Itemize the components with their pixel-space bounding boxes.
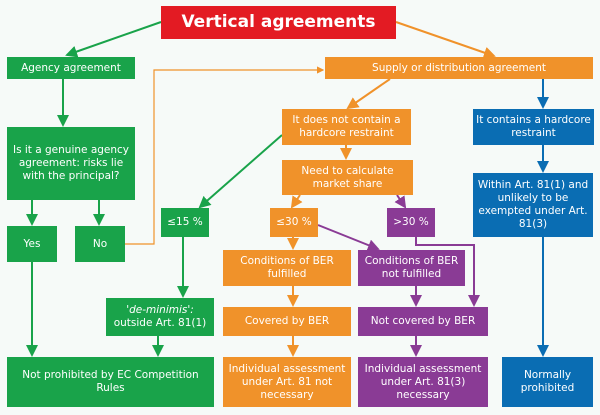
yes-box: Yes (7, 226, 57, 262)
normally-prohibited-box: Normally prohibited (502, 357, 593, 407)
calculate-market-share-box: Need to calculate market share (282, 160, 413, 195)
covered-by-ber-box: Covered by BER (223, 307, 351, 336)
individual-assessment-not-necessary-box: Individual assessment under Art. 81 not … (223, 357, 351, 407)
agency-agreement-box: Agency agreement (7, 57, 135, 79)
within-art81-box: Within Art. 81(1) and unlikely to be exe… (473, 173, 593, 237)
ber-not-fulfilled-box: Conditions of BER not fulfilled (358, 250, 465, 286)
no-box: No (75, 226, 125, 262)
genuine-agency-question-box: Is it a genuine agency agreement: risks … (7, 127, 135, 200)
de-minimis-label: 'de-minimis': (126, 304, 194, 316)
not-prohibited-box: Not prohibited by EC Competition Rules (7, 357, 214, 407)
de-minimis-text: outside Art. 81(1) (113, 317, 207, 329)
not-covered-by-ber-box: Not covered by BER (358, 307, 488, 336)
supply-distribution-box: Supply or distribution agreement (325, 57, 593, 79)
title-vertical-agreements: Vertical agreements (161, 6, 396, 39)
de-minimis-box: 'de-minimis': outside Art. 81(1) (106, 298, 214, 336)
ber-fulfilled-box: Conditions of BER fulfilled (223, 250, 351, 286)
gt30-box: >30 % (387, 208, 435, 237)
individual-assessment-necessary-box: Individual assessment under Art. 81(3) n… (358, 357, 488, 407)
le30-box: ≤30 % (270, 208, 318, 237)
le15-box: ≤15 % (161, 208, 209, 237)
no-hardcore-restraint-box: It does not contain a hardcore restraint (282, 109, 411, 145)
hardcore-restraint-box: It contains a hardcore restraint (473, 109, 594, 145)
